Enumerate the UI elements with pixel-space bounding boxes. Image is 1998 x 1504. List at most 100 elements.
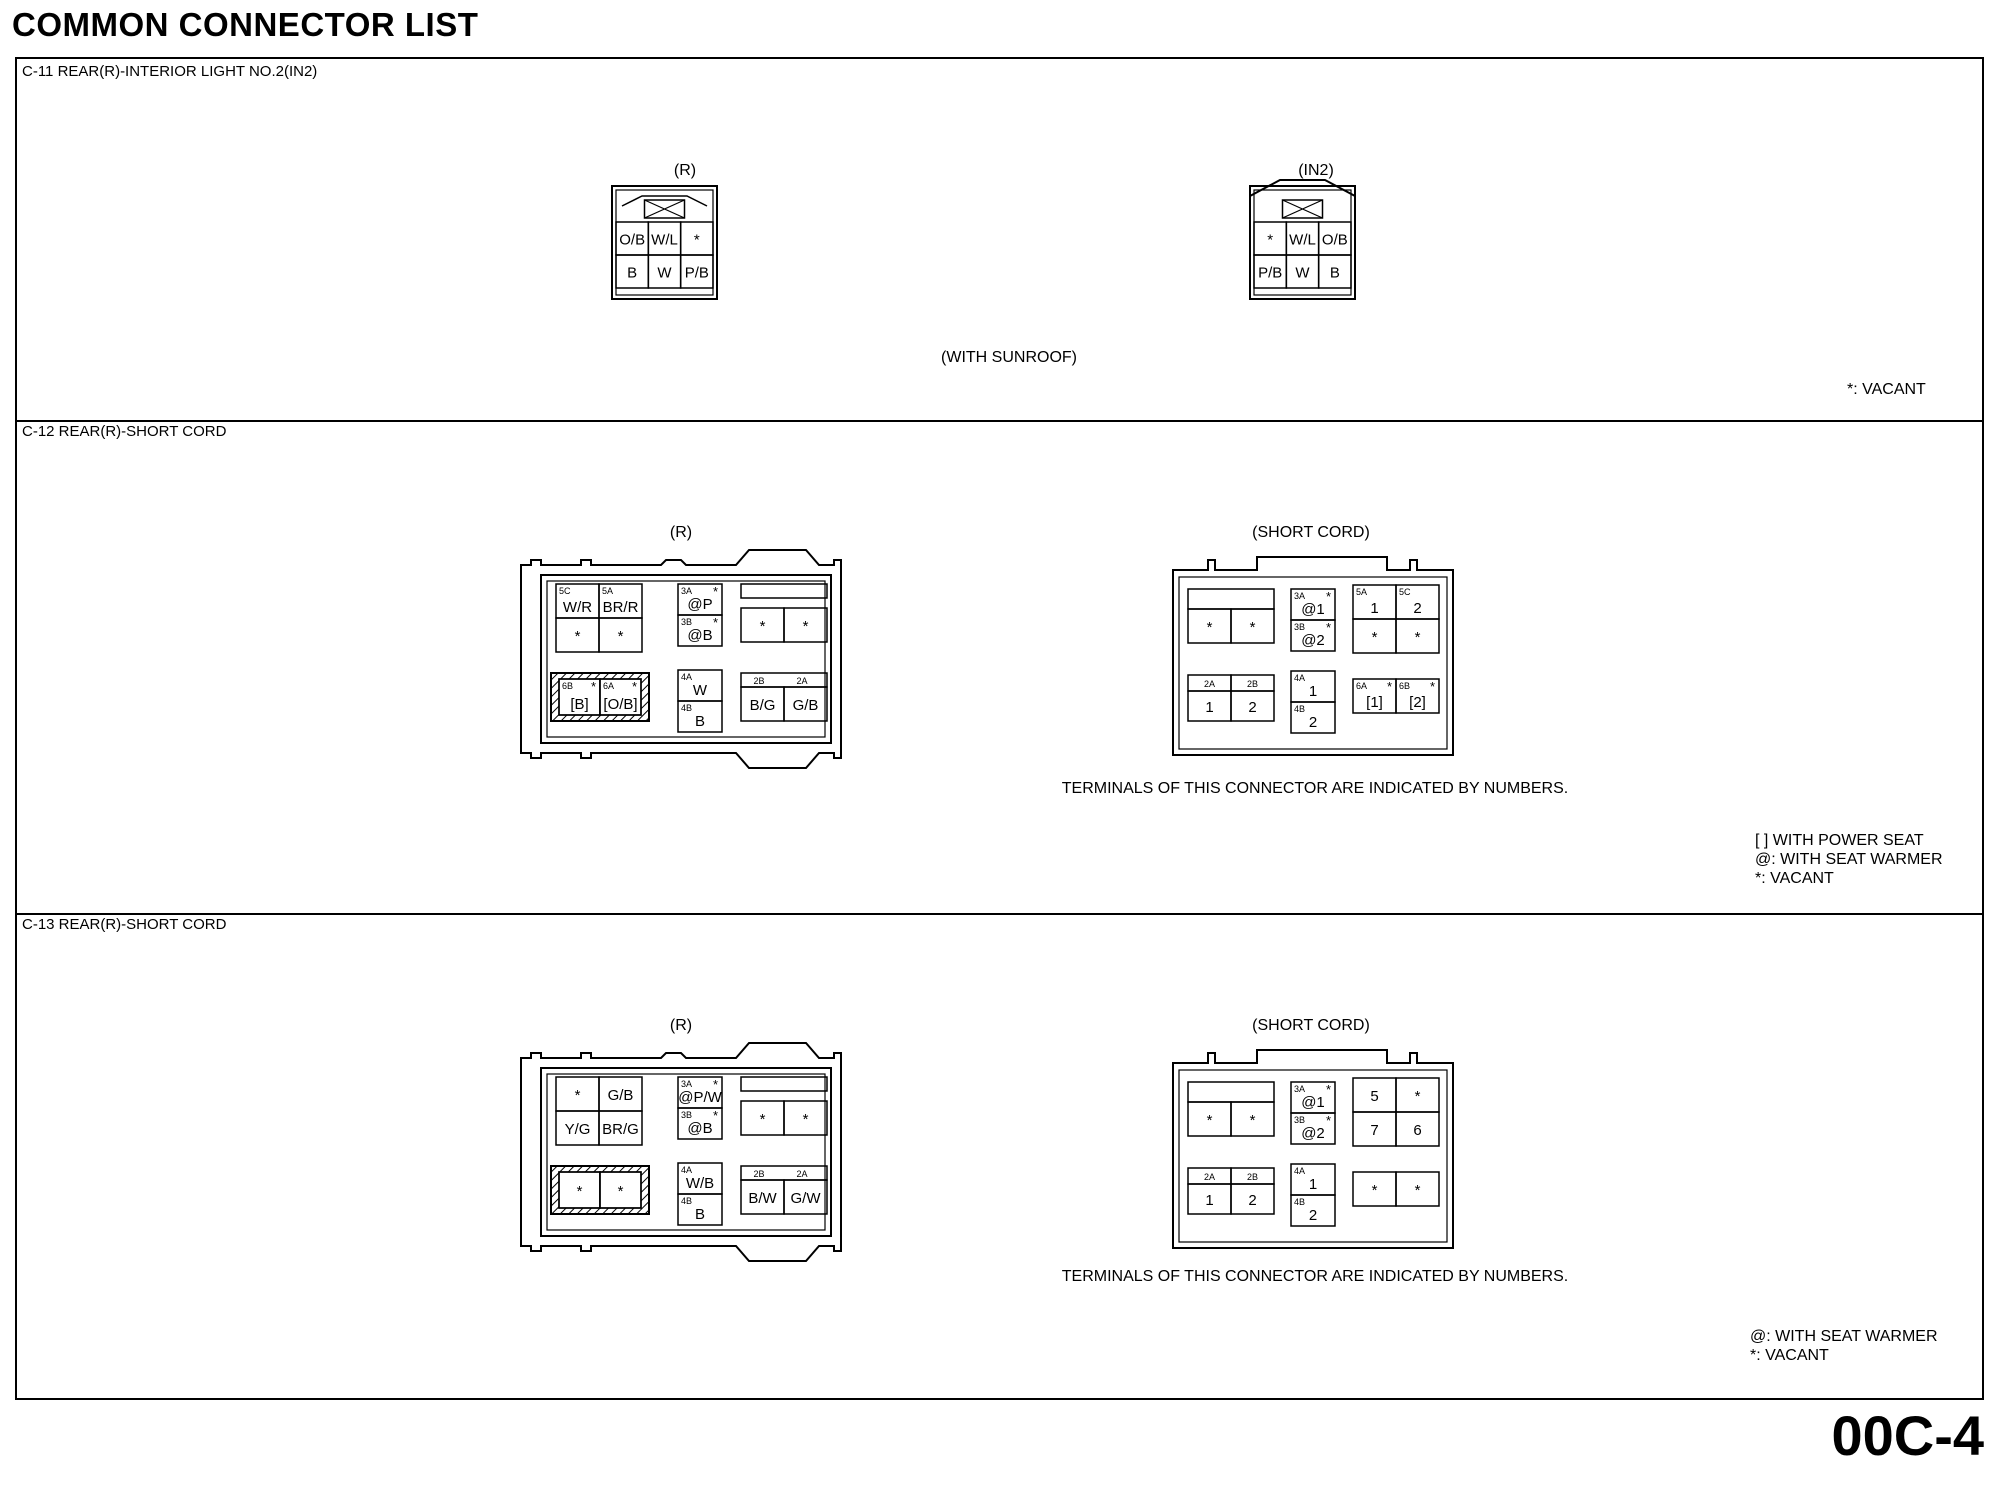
terminal-id: 2B: [753, 1169, 764, 1179]
terminal-label: G/W: [791, 1190, 822, 1207]
terminal-id: 4B: [681, 703, 692, 713]
connector-shell: [520, 549, 842, 769]
terminal-label: 1: [1205, 1192, 1213, 1209]
terminal-cell: [677, 614, 723, 647]
terminal-label: @1: [1301, 601, 1325, 618]
terminal-cell: [783, 1100, 828, 1136]
latch-cross: [1282, 199, 1323, 219]
terminal-label: B/G: [750, 697, 776, 714]
terminal-label: 2: [1248, 1192, 1256, 1209]
terminal-id: 3B: [681, 617, 692, 627]
terminal-label: 2: [1413, 600, 1421, 617]
terminal-label: B: [695, 1206, 705, 1223]
terminal-id: 3A: [1294, 591, 1305, 601]
c12-right-caption: (SHORT CORD): [1252, 524, 1370, 541]
connector-body: [540, 574, 832, 744]
vacant-mark: *: [591, 679, 596, 694]
terminal-label: *: [760, 1111, 766, 1128]
terminal-id: 3B: [1294, 1115, 1305, 1125]
terminal-label: 2: [1309, 1207, 1317, 1224]
terminal-label: *: [1250, 619, 1256, 636]
terminal-label: W: [1295, 265, 1310, 282]
terminal-cell: [598, 617, 643, 653]
terminal-cell: [1317, 254, 1352, 289]
terminal-id: 3A: [681, 1079, 692, 1089]
terminal-label: 1: [1370, 600, 1378, 617]
terminal-label: O/B: [619, 232, 645, 249]
terminal-label: [1]: [1366, 694, 1383, 711]
terminal-label: *: [1207, 1112, 1213, 1129]
terminal-id: 6A: [603, 681, 614, 691]
terminal-label: *: [575, 1087, 581, 1104]
terminal-label: G/B: [608, 1087, 634, 1104]
terminal-label: W/B: [686, 1175, 714, 1192]
terminal-label: P/B: [685, 265, 709, 282]
c12-legend-vacant: *: VACANT: [1755, 870, 1834, 887]
terminal-label: B: [695, 713, 705, 730]
connector-body: [540, 1067, 832, 1237]
header-strip: [1187, 588, 1275, 610]
page-number: 00C-4: [1831, 1404, 1984, 1467]
terminal-id: 6B: [1399, 681, 1410, 691]
terminal-label: W/L: [651, 232, 678, 249]
latch-cross: [644, 199, 685, 219]
terminal-label: *: [1415, 629, 1421, 646]
terminal-label: *: [1415, 1182, 1421, 1199]
terminal-cell: [1290, 619, 1336, 652]
c13-left-caption: (R): [669, 1017, 693, 1034]
terminal-id: 2A: [796, 676, 807, 686]
vacant-mark: *: [1326, 589, 1331, 604]
section-label-c12: C-12 REAR(R)-SHORT CORD: [22, 423, 227, 440]
section-divider: [15, 913, 1984, 915]
terminal-label: 5: [1370, 1088, 1378, 1105]
vacant-mark: *: [632, 679, 637, 694]
c12-center-note: TERMINALS OF THIS CONNECTOR ARE INDICATE…: [1061, 780, 1569, 797]
terminal-cell: [1290, 1194, 1336, 1227]
terminal-label: P/B: [1258, 265, 1282, 282]
terminal-id: 6B: [562, 681, 573, 691]
vacant-mark: *: [713, 1077, 718, 1092]
terminal-cell: [1230, 690, 1275, 722]
terminal-cell: [1395, 1171, 1440, 1207]
terminal-label: @2: [1301, 632, 1325, 649]
terminal-label: 2: [1248, 699, 1256, 716]
terminal-label: B/W: [748, 1190, 777, 1207]
vacant-mark: *: [713, 1108, 718, 1123]
terminal-id: 2A: [1204, 679, 1215, 689]
terminal-id: 6A: [1356, 681, 1367, 691]
terminal-label: 1: [1205, 699, 1213, 716]
vacant-mark: *: [1326, 620, 1331, 635]
terminal-id: 4A: [1294, 1166, 1305, 1176]
header-strip: [1187, 1081, 1275, 1103]
c11-legend-vacant: *: VACANT: [1847, 381, 1926, 398]
terminal-label: W: [657, 265, 672, 282]
vacant-mark: *: [1387, 679, 1392, 694]
section-label-c13: C-13 REAR(R)-SHORT CORD: [22, 916, 227, 933]
terminal-cell: [783, 607, 828, 643]
terminal-label: *: [694, 232, 700, 249]
terminal-cell: [599, 1171, 642, 1209]
terminal-label: *: [575, 628, 581, 645]
terminal-label: [B]: [570, 696, 588, 713]
terminal-id: 2A: [1204, 1172, 1215, 1182]
terminal-id: 4A: [1294, 673, 1305, 683]
terminal-label: @P/W: [678, 1089, 722, 1106]
latch-box: [643, 199, 686, 219]
terminal-label: *: [1372, 629, 1378, 646]
terminal-label: O/B: [1322, 232, 1348, 249]
terminal-label: *: [1267, 232, 1273, 249]
terminal-label: W/L: [1289, 232, 1316, 249]
terminal-id: 5C: [559, 586, 571, 596]
connector-inner: [546, 580, 826, 738]
terminal-label: *: [577, 1183, 583, 1200]
terminal-label: B: [627, 265, 637, 282]
terminal-label: @B: [687, 1120, 712, 1137]
connector-body: [1249, 185, 1356, 300]
terminal-id: 3A: [681, 586, 692, 596]
terminal-cell: [1230, 1183, 1275, 1215]
terminal-cell: [679, 254, 714, 289]
header-strip: [740, 583, 828, 599]
section-label-c11: C-11 REAR(R)-INTERIOR LIGHT NO.2(IN2): [22, 63, 318, 80]
terminal-label: *: [618, 1183, 624, 1200]
